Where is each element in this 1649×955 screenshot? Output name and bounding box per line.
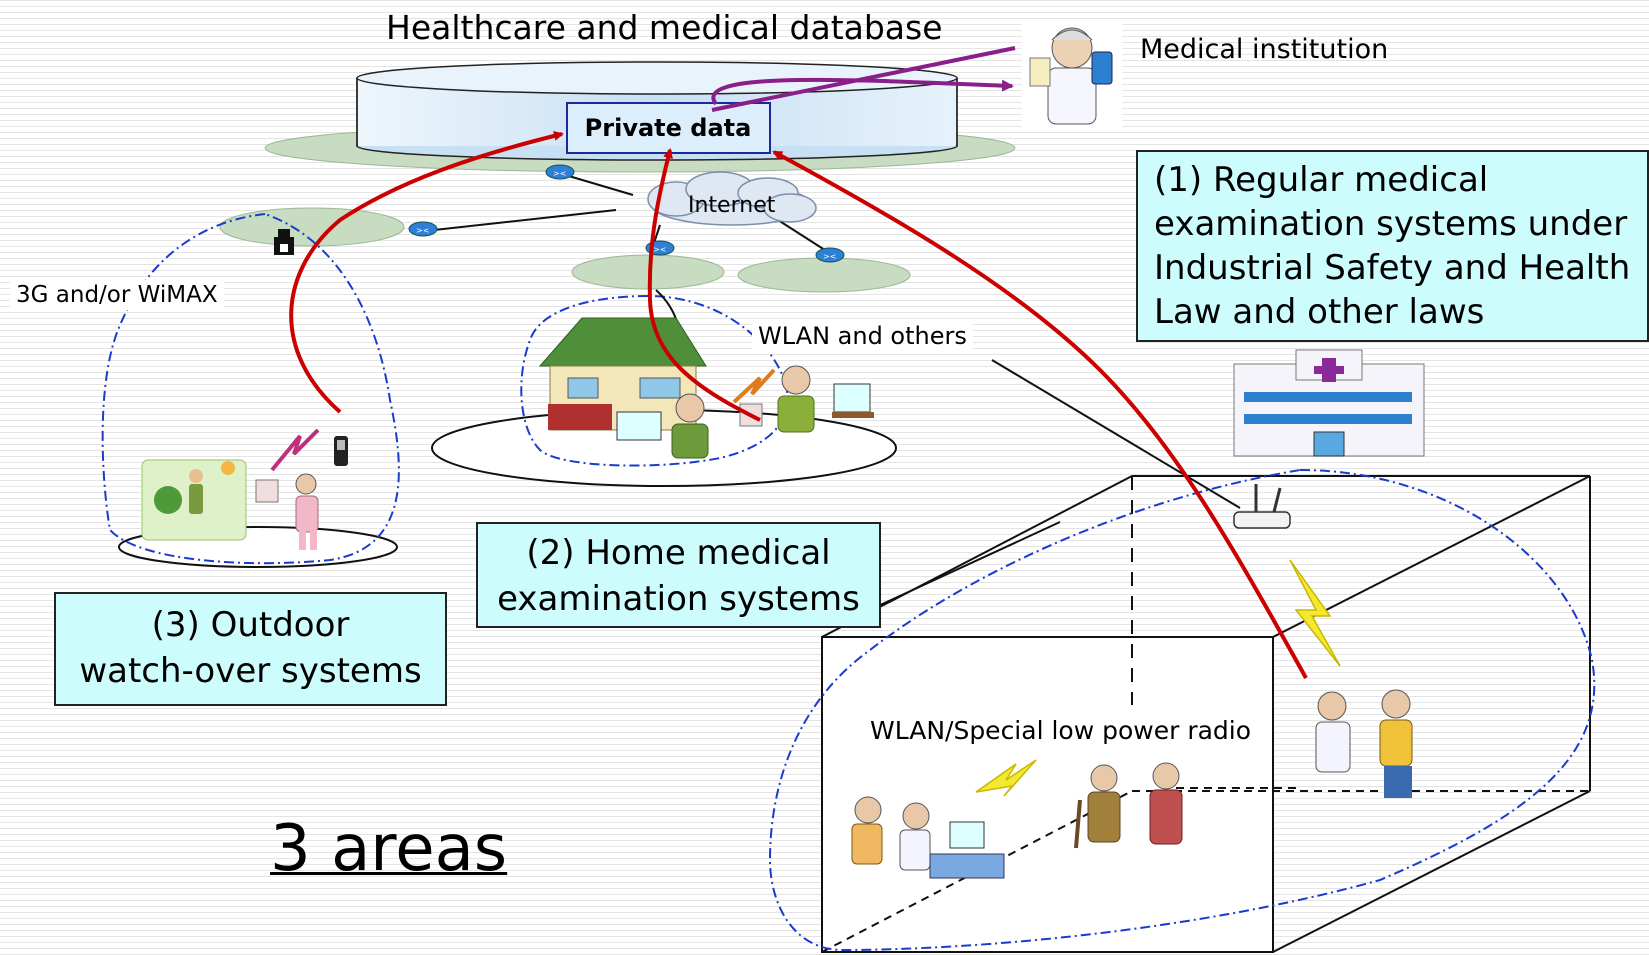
medical-institution-label: Medical institution xyxy=(1140,34,1389,65)
elderly-woman-icon xyxy=(777,365,874,433)
outdoor-area-line2: watch-over systems xyxy=(79,651,422,691)
home-exam-area-line1: (2) Home medical xyxy=(526,533,831,573)
router-icon: >< xyxy=(545,164,575,180)
facility-data-flow-arrow xyxy=(772,150,1308,679)
private-data-box xyxy=(566,102,771,154)
elderly-with-cane-icon xyxy=(1074,762,1183,849)
elderly-walker-icon xyxy=(295,473,319,550)
internet-label: Internet xyxy=(688,193,776,218)
svg-text:><: >< xyxy=(553,169,566,178)
outdoor-area-line1: (3) Outdoor xyxy=(151,605,350,645)
regular-exam-area-box: (1) Regular medical examination systems … xyxy=(1136,150,1649,342)
doctor-patient-icon xyxy=(1315,689,1413,798)
mobile-phone-icon xyxy=(334,436,348,466)
indoor-wireless-signal-icon xyxy=(975,759,1037,797)
wifi-router-icon xyxy=(1233,484,1291,529)
mobile-network-label: 3G and/or WiMAX xyxy=(10,280,224,310)
regular-exam-area-label: (1) Regular medical examination systems … xyxy=(1154,160,1631,332)
router-icon: >< xyxy=(815,247,845,263)
router-icon: >< xyxy=(408,221,438,237)
institution-access-arrow xyxy=(711,77,1014,106)
home-data-flow-arrow xyxy=(647,148,761,422)
home-exam-area-line2: examination systems xyxy=(497,579,860,619)
private-data-label: Private data xyxy=(584,114,752,142)
elderly-man-icon xyxy=(616,393,709,459)
home-wireless-signal-icon xyxy=(732,368,776,404)
home-network-label: WLAN and others xyxy=(752,320,973,352)
home-coverage-boundary xyxy=(520,294,789,467)
outdoor-data-flow-arrow xyxy=(289,131,564,414)
hiker-scene-icon xyxy=(141,459,247,541)
consultation-desk-icon xyxy=(851,796,1005,879)
svg-text:><: >< xyxy=(653,245,666,254)
cell-tower-icon xyxy=(274,229,294,255)
mobile-network-disc xyxy=(219,207,405,247)
svg-text:><: >< xyxy=(823,252,836,261)
internet-cloud xyxy=(647,171,817,226)
facility-network-disc xyxy=(737,257,911,293)
facility-network-label: WLAN/Special low power radio xyxy=(864,714,1258,747)
wearable-sensor-icon xyxy=(255,479,279,503)
wireless-signal-icon xyxy=(270,428,320,472)
home-exam-area-box: (2) Home medical examination systems xyxy=(476,522,881,628)
facility-coverage-boundary xyxy=(768,468,1596,952)
svg-text:><: >< xyxy=(416,226,429,235)
hospital-building-icon xyxy=(1233,349,1425,457)
database-title: Healthcare and medical database xyxy=(386,8,943,47)
summary-label: 3 areas xyxy=(270,812,508,886)
internet-links xyxy=(424,173,1241,509)
doctor-icon xyxy=(1022,22,1122,132)
outdoor-area-box: (3) Outdoor watch-over systems xyxy=(54,592,447,706)
facility-wireless-signal-icon xyxy=(1289,559,1341,667)
